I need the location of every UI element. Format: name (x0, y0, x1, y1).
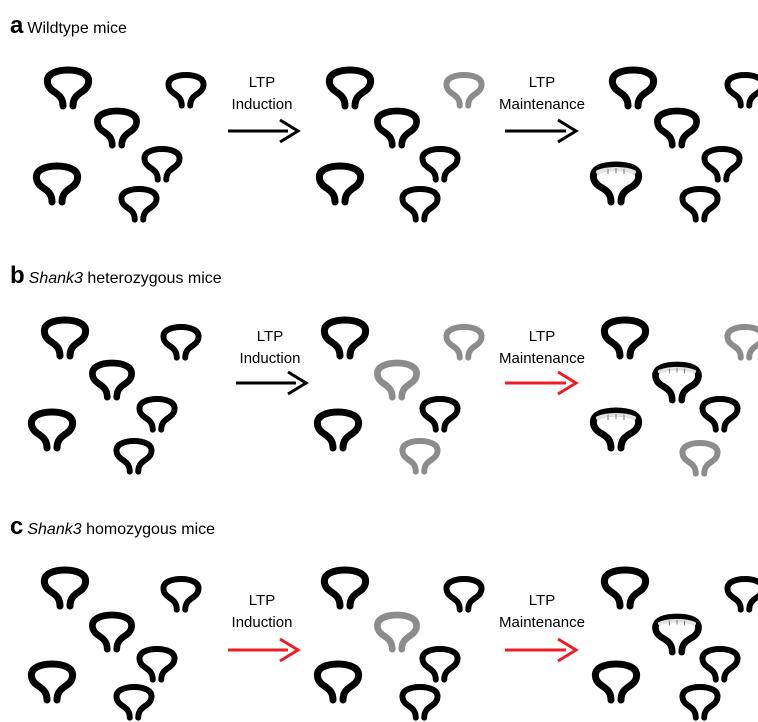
dendritic-spine (604, 320, 645, 356)
dendritic-spine (47, 70, 88, 106)
enlarged-spine (593, 165, 638, 202)
label-line: Maintenance (499, 614, 585, 631)
dendritic-spine (324, 570, 365, 606)
panel-c-letter: c (10, 513, 24, 540)
dendritic-spine (595, 664, 636, 700)
panel-a-letter: a (10, 12, 24, 39)
arrow-head (557, 370, 579, 396)
dendritic-spine (402, 687, 437, 718)
dendritic-spine (44, 570, 85, 606)
label-line: Induction (231, 96, 293, 113)
dendritic-spine (92, 363, 131, 397)
dendritic-spine (612, 70, 653, 106)
panel-a-induction-label: LTP Induction (207, 72, 317, 116)
label-line: LTP (248, 74, 276, 91)
arrow-head (287, 370, 309, 396)
enlarged-spine (656, 365, 699, 400)
dendritic-spine (422, 649, 457, 680)
label-line: Maintenance (499, 96, 585, 113)
spines-layer (31, 70, 758, 718)
dendritic-spine (446, 579, 481, 610)
dendritic-spine (44, 320, 85, 356)
transition-arrow (228, 118, 301, 144)
panel-a-title-text: Wildtype mice (27, 20, 127, 37)
label-line: Maintenance (499, 350, 585, 367)
dendritic-spine (163, 327, 198, 358)
dendritic-spine (36, 166, 77, 202)
dendritic-spine (682, 687, 717, 718)
arrows-layer (228, 118, 579, 663)
weakened-spine (727, 327, 758, 358)
weakened-spine (446, 75, 481, 106)
transition-arrow (505, 370, 579, 396)
dendritic-spine (422, 399, 457, 430)
panel-c-gene: Shank3 (27, 521, 82, 538)
dendritic-spine (422, 149, 457, 180)
dendritic-spine (139, 399, 174, 430)
label-line: Induction (231, 614, 293, 631)
dendritic-spine (604, 570, 645, 606)
label-line: Induction (239, 350, 301, 367)
label-line: LTP (528, 328, 556, 345)
dendritic-spine (324, 320, 365, 356)
dendritic-spine (116, 687, 151, 718)
dendritic-spine (702, 649, 737, 680)
transition-arrow (505, 118, 579, 144)
dendritic-spine (402, 189, 437, 220)
label-line: LTP (528, 592, 556, 609)
dendritic-spine (31, 664, 72, 700)
dendritic-spine (329, 70, 370, 106)
dendritic-spine (97, 111, 136, 145)
label-line: LTP (528, 74, 556, 91)
dendritic-spine (377, 111, 416, 145)
panel-b-maintenance-label: LTP Maintenance (487, 326, 597, 370)
dendritic-spine (317, 412, 358, 448)
panel-c-maintenance-label: LTP Maintenance (487, 590, 597, 634)
dendritic-spine (116, 441, 151, 472)
arrow-head (279, 637, 301, 663)
dendritic-spine (92, 615, 131, 649)
panel-a-maintenance-label: LTP Maintenance (487, 72, 597, 116)
transition-arrow (228, 637, 301, 663)
weakened-spine (402, 441, 437, 472)
label-line: LTP (256, 328, 284, 345)
dendritic-spine (144, 149, 179, 180)
dendritic-spine (682, 189, 717, 220)
label-line: LTP (248, 592, 276, 609)
dendritic-spine (727, 579, 758, 610)
weakened-spine (377, 615, 416, 649)
dendritic-spine (163, 579, 198, 610)
panel-b-induction-label: LTP Induction (215, 326, 325, 370)
enlarged-spine (656, 617, 699, 652)
weakened-spine (446, 327, 481, 358)
panel-c-title-text: homozygous mice (81, 521, 216, 538)
transition-arrow (236, 370, 309, 396)
weakened-spine (682, 443, 717, 474)
dendritic-spine (704, 149, 739, 180)
panel-b-title-text: heterozygous mice (82, 270, 222, 287)
dendritic-spine (727, 75, 758, 106)
dendritic-spine (121, 189, 156, 220)
dendritic-spine (31, 412, 72, 448)
panel-b-gene: Shank3 (28, 270, 83, 287)
weakened-spine (377, 363, 416, 397)
dendritic-spine (657, 111, 696, 145)
enlarged-spine (593, 411, 638, 448)
dendritic-spine (702, 399, 737, 430)
arrow-head (279, 118, 301, 144)
transition-arrow (505, 637, 579, 663)
arrow-head (557, 637, 579, 663)
panel-b-letter: b (10, 262, 25, 289)
dendritic-spine (168, 75, 203, 106)
arrow-head (557, 118, 579, 144)
dendritic-spine (317, 664, 358, 700)
panel-c-induction-label: LTP Induction (207, 590, 317, 634)
dendritic-spine (319, 166, 360, 202)
dendritic-spine (139, 649, 174, 680)
